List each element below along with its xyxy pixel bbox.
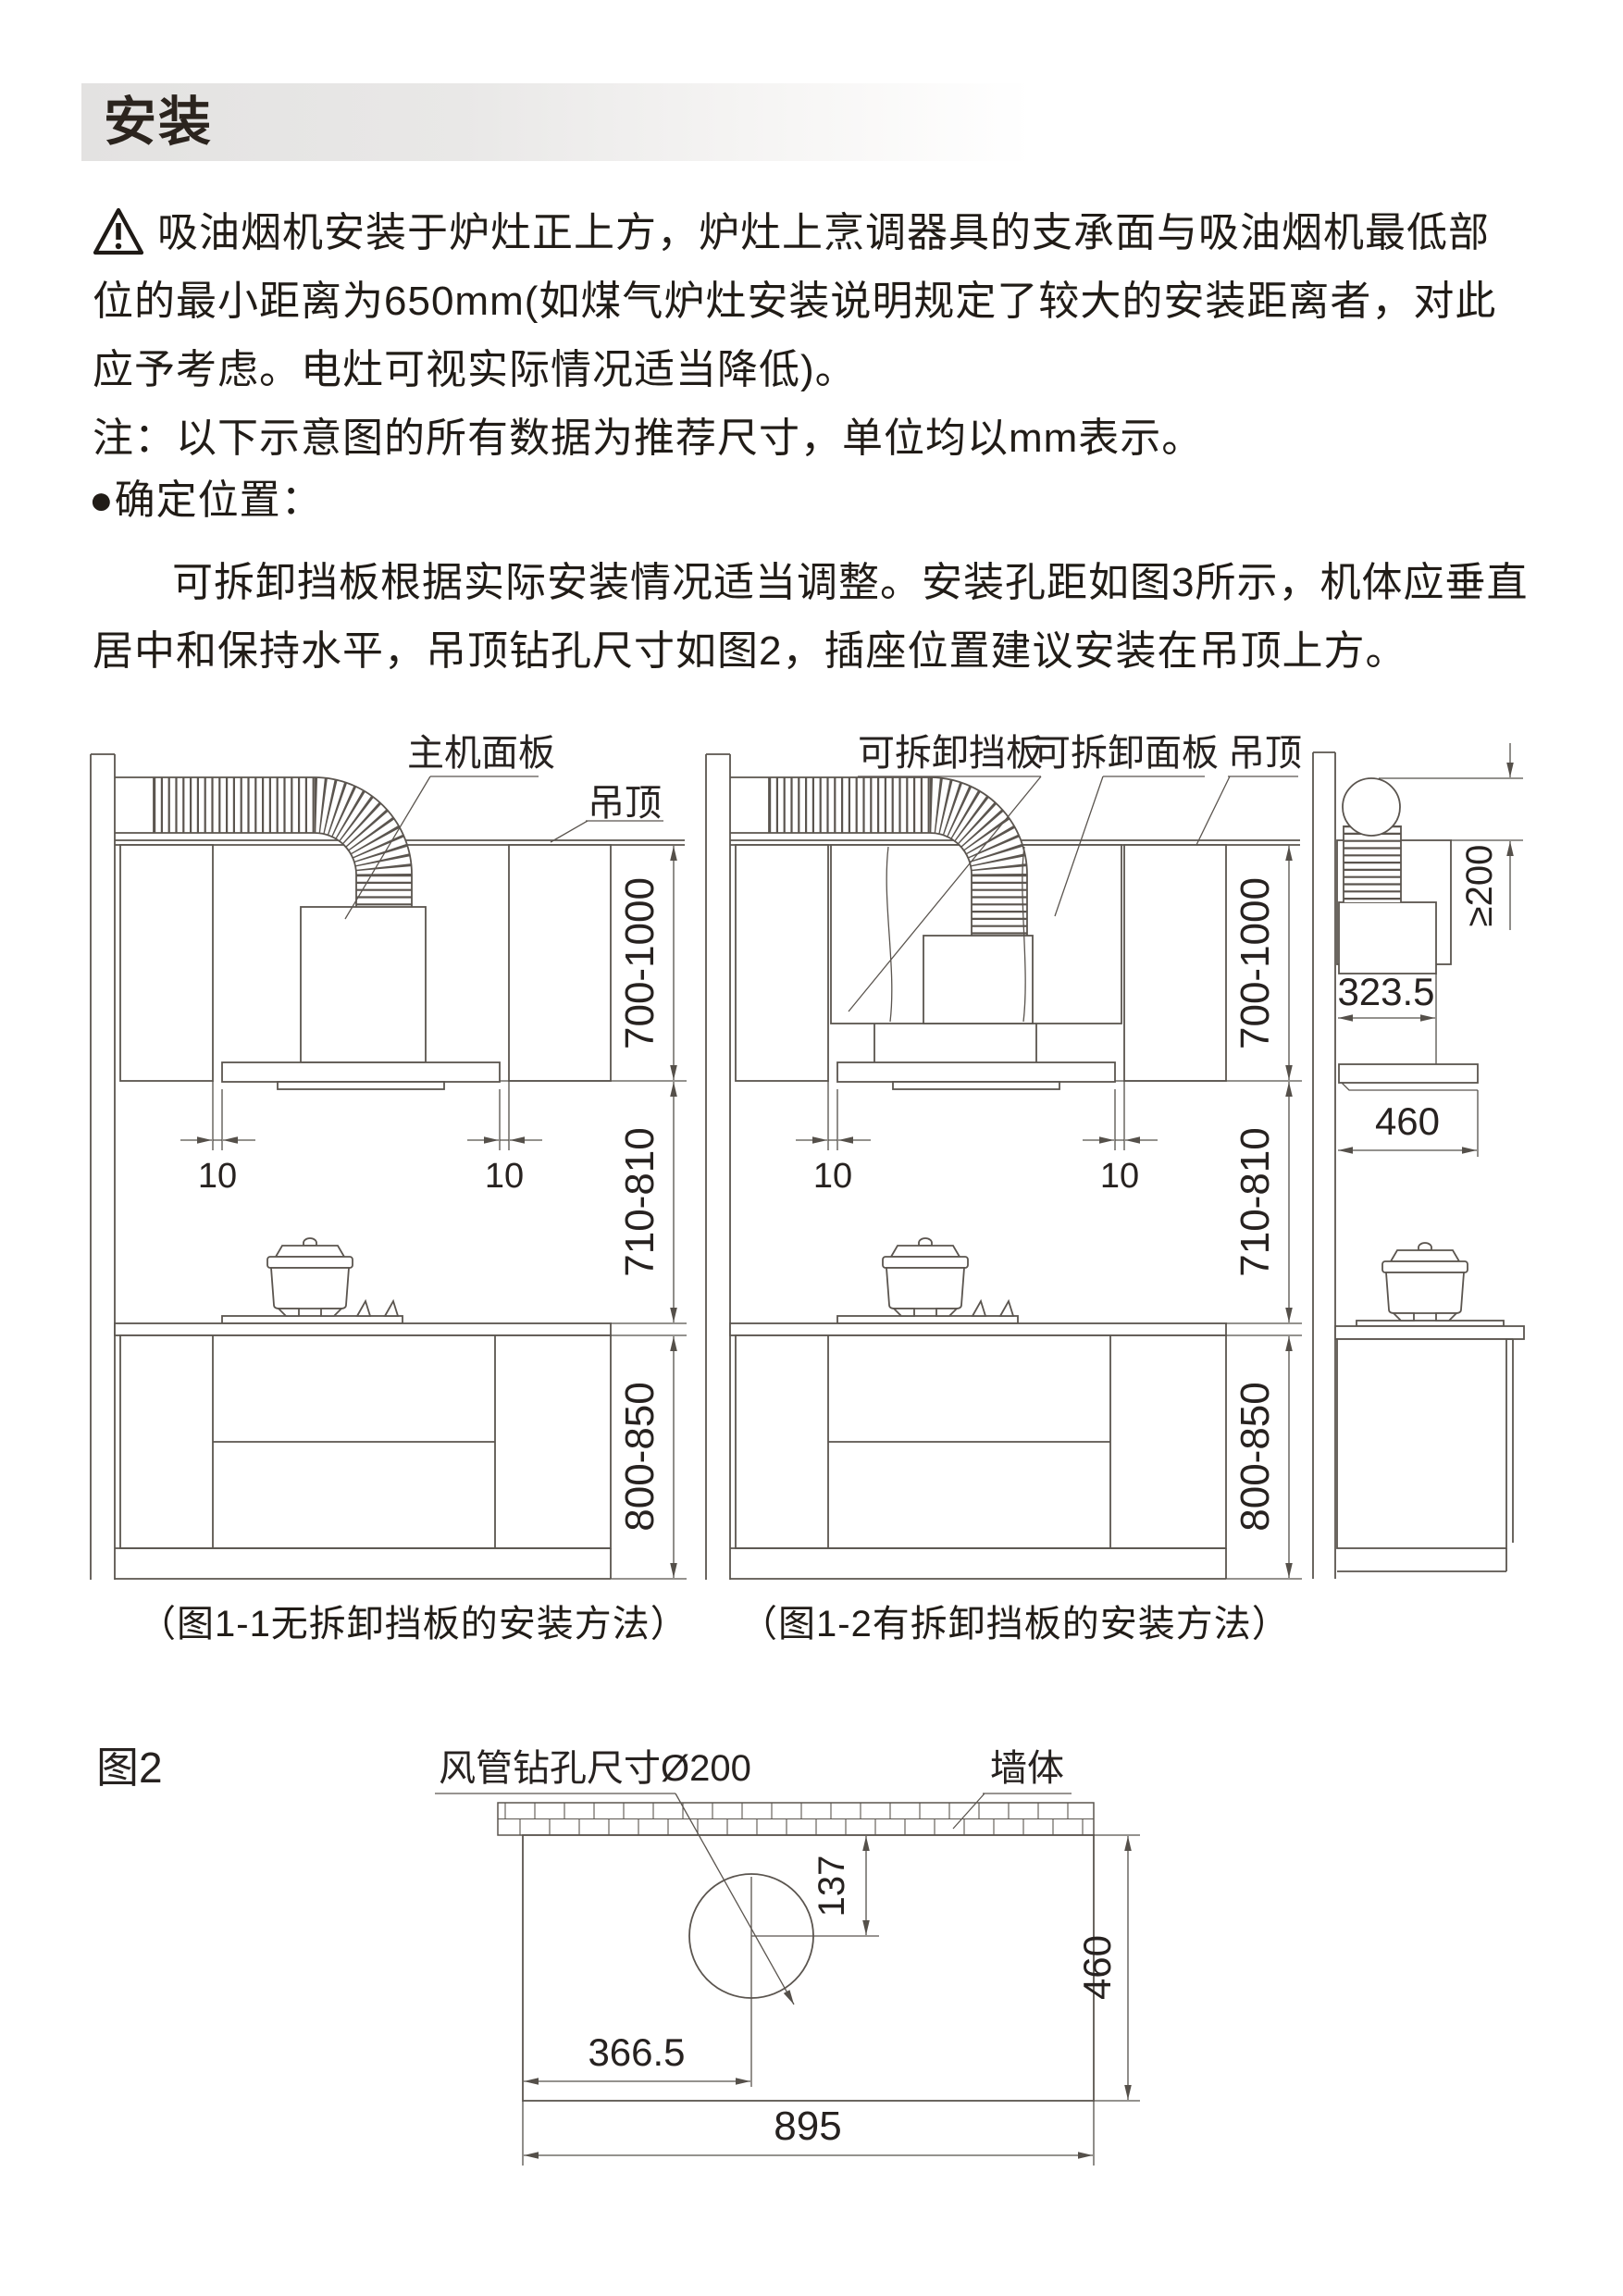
flexible-duct (153, 776, 413, 907)
dim-depth: 460 (1075, 1935, 1119, 2000)
label-main-panel: 主机面板 (407, 733, 555, 774)
vertical-dimensions: 700-1000 710-810 800-850 (1115, 846, 1302, 1580)
fig2-title: 图2 (96, 1744, 163, 1792)
caption-fig1-1: （图1-1无拆卸挡板的安装方法） (139, 1604, 688, 1644)
callout-labels: 可拆卸挡板 可拆卸面板 吊顶 (848, 733, 1302, 1012)
dim-offset-horizontal: 366.5 (588, 2030, 685, 2074)
dim-gap-right: 10 (1100, 1157, 1139, 1196)
dim-width: 895 (774, 2104, 841, 2149)
section-heading: ●确定位置： (89, 478, 323, 523)
label-duct-hole: 风管钻孔尺寸Ø200 (439, 1748, 751, 1789)
dim-offset-vertical: 137 (812, 1855, 852, 1917)
dim-counter-height: 800-850 (1233, 1382, 1278, 1531)
dim-hood-clearance: 710-810 (617, 1127, 663, 1276)
flexible-duct (768, 776, 1028, 936)
cooktop-and-counter (729, 1237, 1227, 1580)
dim-gap-right: 10 (485, 1157, 524, 1196)
cooktop-and-counter (114, 1237, 612, 1580)
label-ceiling: 吊顶 (1228, 733, 1302, 774)
dim-hood-height: 700-1000 (1233, 877, 1278, 1049)
label-wall: 墙体 (990, 1748, 1064, 1789)
depth-dimensions: 323.5 460 (1337, 970, 1479, 1157)
figure-1-1: 10 10 700-1000 710-810 800-850 主机面板 吊顶 (90, 733, 687, 1580)
label-ceiling: 吊顶 (588, 783, 662, 824)
warning-paragraph: 吸油烟机安装于炉灶正上方，炉灶上烹调器具的支承面与吸油烟机最低部 (93, 207, 1490, 259)
wall-band (497, 1802, 1095, 1836)
figure-2: 图2 风管钻孔尺寸Ø200 墙体 137 366.5 460 (96, 1744, 1140, 2166)
gap-dimensions: 10 10 (180, 1081, 542, 1196)
removable-baffle-assembly (836, 846, 1116, 1090)
gap-dimensions: 10 10 (796, 1081, 1158, 1196)
warning-line-3: 应予考虑。电灶可视实际情况适当降低)。 (93, 347, 857, 392)
caption-fig1-2: （图1-2有拆卸挡板的安装方法） (740, 1604, 1290, 1644)
dim-counter-height: 800-850 (617, 1382, 663, 1531)
label-removable-panel: 可拆卸面板 (1034, 733, 1219, 774)
hole-dimensions: 137 366.5 (524, 1836, 870, 2085)
warning-icon (93, 207, 144, 255)
upper-cabinets (119, 844, 612, 1082)
label-removable-baffle: 可拆卸挡板 (858, 733, 1043, 774)
dim-above-ceiling: ≥200 (1459, 845, 1500, 927)
dim-hood-clearance: 710-810 (1233, 1127, 1278, 1276)
duct-opening-circle (1342, 777, 1401, 837)
dim-gap-left: 10 (198, 1157, 237, 1196)
hood-body (221, 906, 501, 1090)
vertical-dimensions: 700-1000 710-810 800-850 (500, 846, 687, 1580)
wall-drawing (705, 753, 769, 1580)
callout-labels: 主机面板 吊顶 (344, 733, 663, 920)
figure-1-2: 10 10 700-1000 710-810 800-850 可拆卸挡板 可拆卸… (705, 733, 1302, 1580)
section-title-bar: 安装 (81, 83, 1033, 161)
callout-labels: 风管钻孔尺寸Ø200 墙体 (435, 1748, 1072, 2005)
note-line: 注：以下示意图的所有数据为推荐尺寸，单位均以mm表示。 (93, 416, 1204, 461)
wall-drawing (1312, 751, 1336, 1579)
page-title: 安装 (104, 93, 213, 152)
above-ceiling-dimension: ≥200 (1379, 743, 1523, 930)
dim-hood-height: 700-1000 (617, 877, 663, 1049)
ceiling-panel (522, 1834, 1095, 2102)
panel-dimensions: 460 895 (522, 1834, 1140, 2166)
dim-gap-left: 10 (813, 1157, 852, 1196)
warning-line-1: 吸油烟机安装于炉灶正上方，炉灶上烹调器具的支承面与吸油烟机最低部 (157, 210, 1490, 255)
wall-drawing (90, 753, 154, 1580)
vertical-duct (1342, 777, 1402, 902)
warning-line-2: 位的最小距离为650mm(如煤气炉灶安装说明规定了较大的安装距离者，对此 (93, 279, 1497, 324)
dim-panel-depth: 460 (1375, 1099, 1440, 1143)
figure-side-view: ≥200 323.5 460 (1312, 743, 1525, 1579)
dim-hood-depth: 323.5 (1337, 970, 1434, 1013)
body-line-2: 居中和保持水平，吊顶钻孔尺寸如图2，插座位置建议安装在吊顶上方。 (93, 628, 1407, 674)
cooktop-and-counter (1334, 1242, 1525, 1572)
body-line-1: 可拆卸挡板根据实际安装情况适当调整。安装孔距如图3所示，机体应垂直 (172, 560, 1529, 605)
